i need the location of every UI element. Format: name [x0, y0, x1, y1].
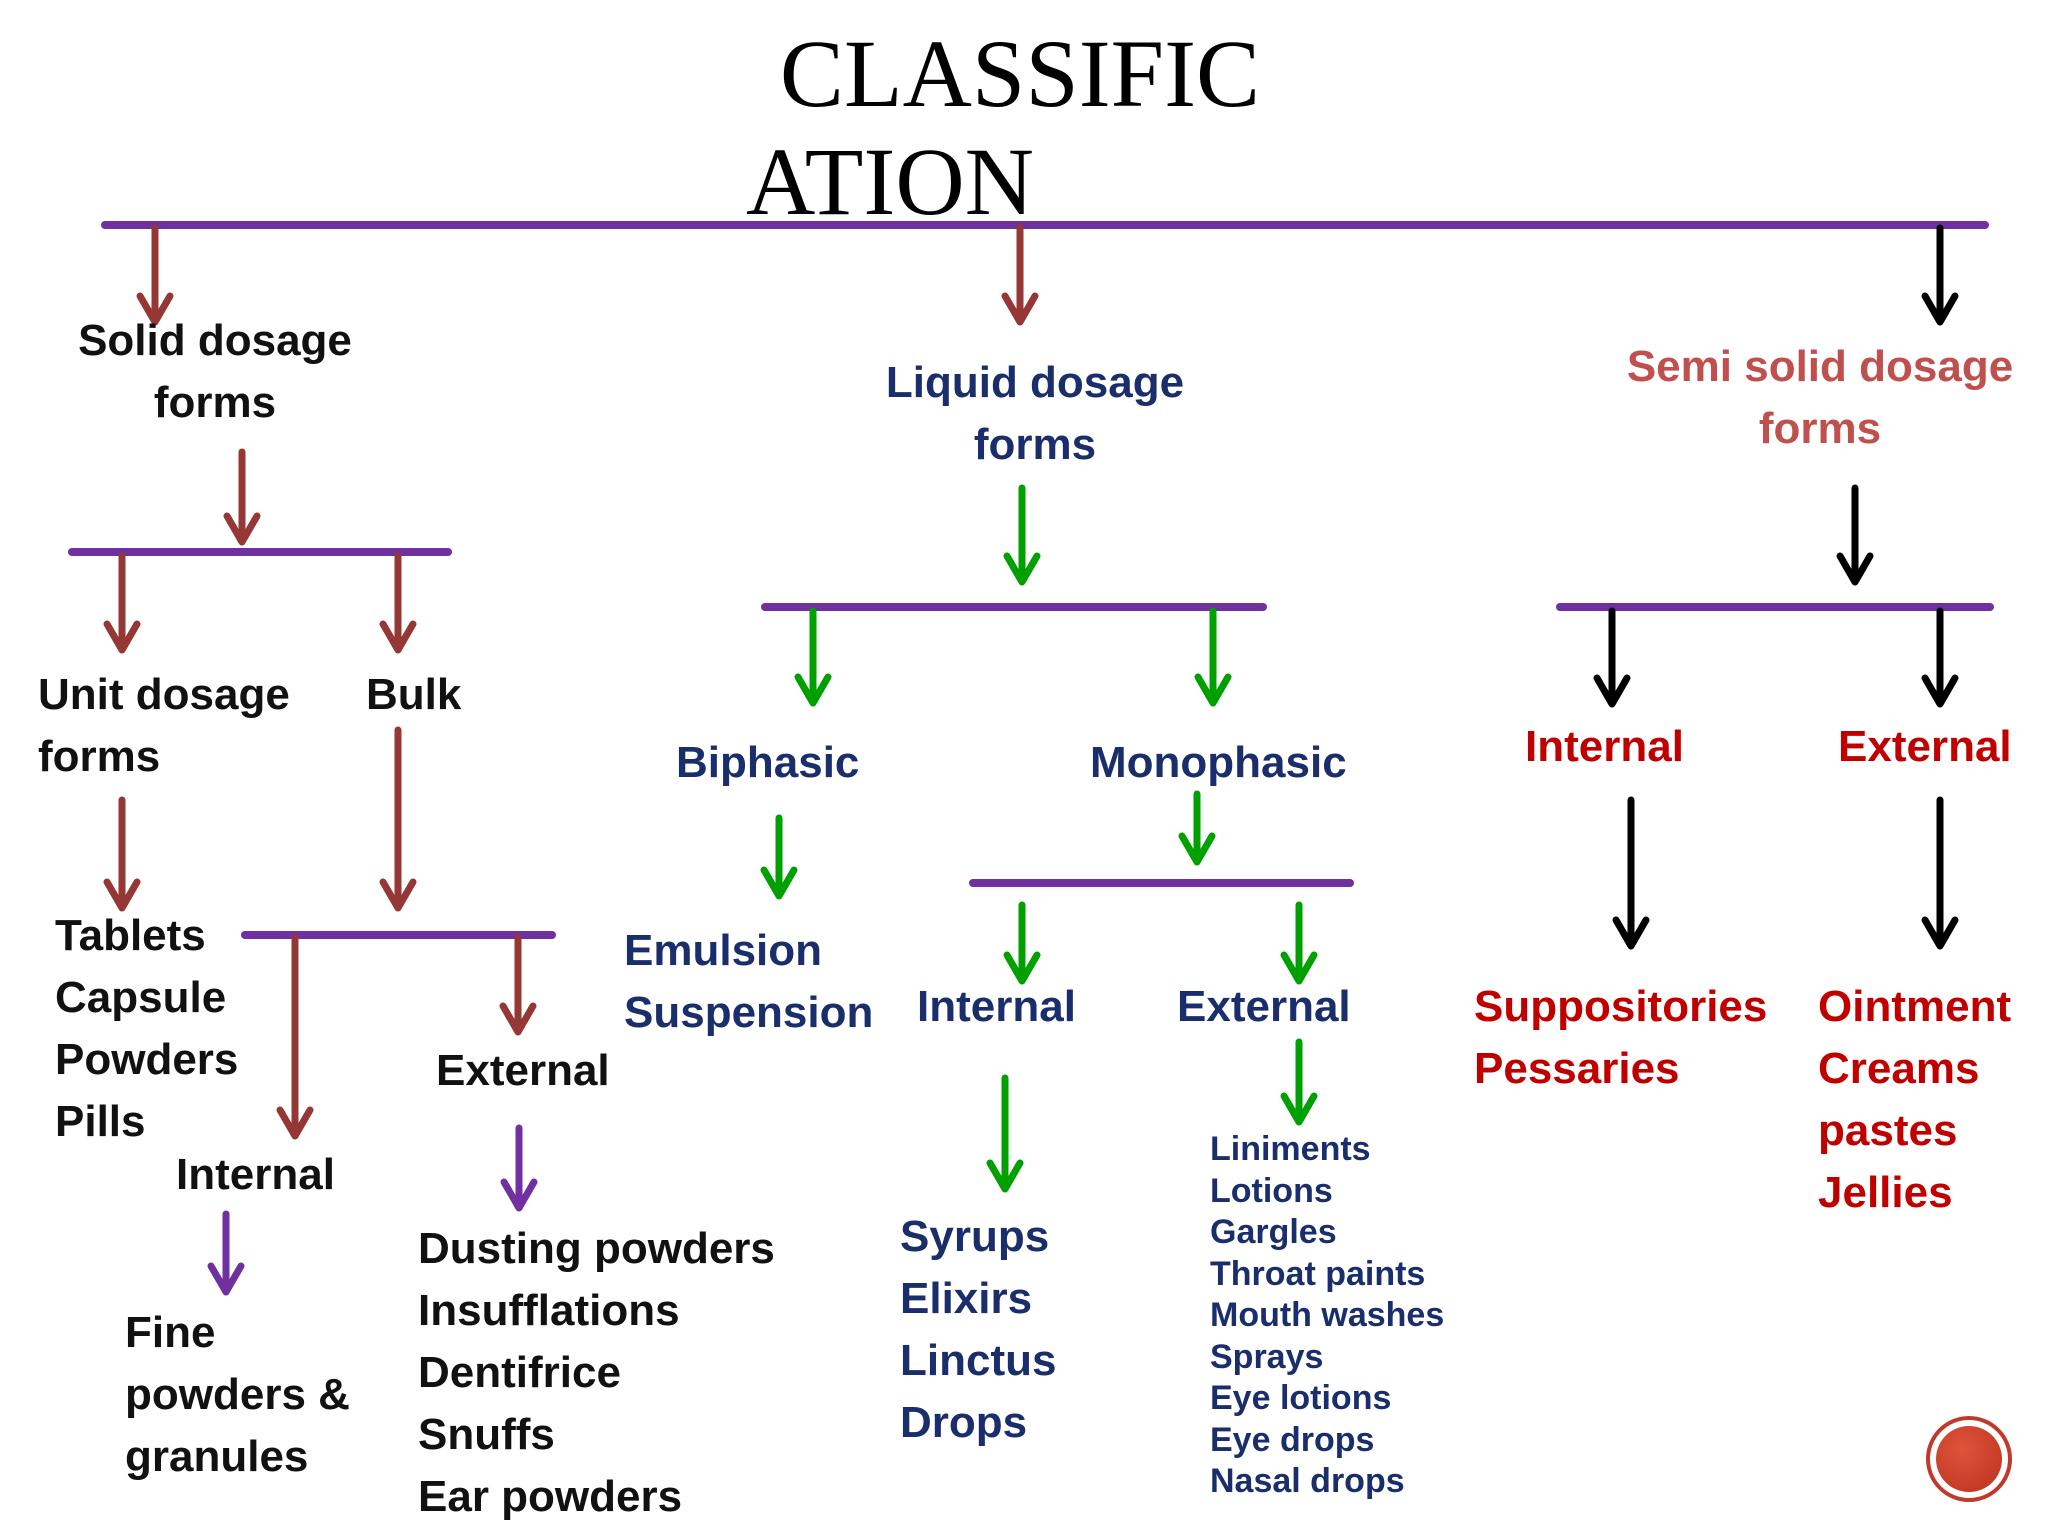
down-arrow-icon [1003, 901, 1041, 985]
down-arrow-icon [500, 1124, 538, 1212]
monophasic-label: Monophasic [1090, 738, 1347, 787]
list-item: Suppositories [1474, 982, 1768, 1031]
list-item: Dentifrice [418, 1348, 621, 1397]
semisolid-internal-items: Suppositories Pessaries [1474, 976, 1767, 1100]
list-item: Fine [125, 1308, 216, 1357]
list-item: Pessaries [1474, 1044, 1680, 1093]
down-arrow-icon [499, 934, 537, 1036]
liquid-internal-items: Syrups Elixirs Linctus Drops [900, 1206, 1056, 1454]
unit-dosage-forms-label: Unit dosage forms [38, 670, 290, 781]
down-arrow-icon [1612, 796, 1650, 950]
list-item: Eye lotions [1210, 1379, 1392, 1417]
unit-dosage-items: Tablets Capsule Powders Pills [55, 905, 238, 1153]
semi-solid-dosage-forms-heading: Semi solid dosage forms [1626, 342, 2014, 453]
down-arrow-icon [1194, 607, 1232, 707]
down-arrow-icon [760, 814, 798, 900]
liquid-dosage-forms-heading: Liquid dosage forms [885, 358, 1185, 469]
liquid-internal-label: Internal [917, 982, 1076, 1031]
down-arrow-icon [1280, 1038, 1318, 1126]
list-item: Ear powders [418, 1472, 683, 1521]
list-item: Ointment [1818, 982, 2012, 1031]
list-item: Dusting powders [418, 1224, 775, 1273]
list-item: Nasal drops [1210, 1462, 1405, 1500]
down-arrow-icon [1280, 901, 1318, 985]
title-line: ATION [746, 128, 1034, 235]
list-item: Pills [55, 1097, 146, 1146]
list-item: Elixirs [900, 1274, 1033, 1323]
list-item: Linctus [900, 1336, 1057, 1385]
down-arrow-icon [103, 796, 141, 912]
down-arrow-icon [1836, 484, 1874, 586]
down-arrow-icon [103, 552, 141, 654]
biphasic-label: Biphasic [676, 738, 860, 787]
down-arrow-icon [379, 552, 417, 654]
down-arrow-icon [136, 224, 174, 326]
semisolid-internal-label: Internal [1525, 722, 1684, 771]
down-arrow-icon [1921, 224, 1959, 326]
list-item: pastes [1818, 1106, 1958, 1155]
list-item: Lotions [1210, 1171, 1333, 1210]
down-arrow-icon [1921, 607, 1959, 708]
solid-internal-label: Internal [176, 1150, 335, 1199]
down-arrow-icon [1593, 607, 1631, 708]
list-item: Emulsion [624, 926, 823, 975]
list-item: Creams [1818, 1044, 1980, 1093]
list-item: granules [125, 1432, 309, 1481]
list-item: powders & [125, 1370, 350, 1419]
solid-dosage-forms-heading: Solid dosage forms [78, 316, 352, 427]
liquid-external-items: Liniments Lotions Gargles Throat paints … [1210, 1129, 1444, 1503]
list-item: Jellies [1818, 1168, 1953, 1217]
slide-logo-icon [1926, 1416, 2012, 1502]
solid-internal-items: Fine powders & granules [125, 1302, 350, 1488]
page-title: CLASSIFIC ATION [740, 20, 1300, 236]
list-item: Sprays [1210, 1337, 1324, 1376]
semisolid-external-label: External [1838, 722, 2012, 771]
list-item: Gargles [1210, 1213, 1337, 1251]
list-item: Eye drops [1210, 1420, 1375, 1459]
list-item: Syrups [900, 1212, 1050, 1261]
down-arrow-icon [986, 1074, 1024, 1193]
list-item: Capsule [55, 973, 227, 1022]
down-arrow-icon [223, 448, 261, 546]
list-item: Drops [900, 1398, 1028, 1447]
list-item: Powders [55, 1035, 239, 1084]
list-item: Snuffs [418, 1410, 555, 1459]
bulk-label: Bulk [366, 670, 462, 719]
down-arrow-icon [1178, 790, 1216, 866]
solid-external-items: Dusting powders Insufflations Dentifrice… [418, 1218, 775, 1528]
list-item: Tablets [55, 911, 206, 960]
down-arrow-icon [1003, 484, 1041, 586]
list-item: Mouth washes [1210, 1296, 1445, 1334]
down-arrow-icon [207, 1210, 245, 1296]
list-item: Insufflations [418, 1286, 680, 1335]
list-item: Suspension [624, 988, 874, 1037]
liquid-external-label: External [1177, 982, 1351, 1031]
solid-external-label: External [436, 1046, 610, 1095]
down-arrow-icon [1921, 796, 1959, 950]
title-line: CLASSIFIC [779, 20, 1261, 127]
down-arrow-icon [276, 934, 314, 1140]
down-arrow-icon [379, 726, 417, 912]
semisolid-external-items: Ointment Creams pastes Jellies [1818, 976, 2011, 1224]
down-arrow-icon [794, 607, 832, 707]
biphasic-items: Emulsion Suspension [624, 920, 873, 1044]
list-item: Throat paints [1210, 1254, 1426, 1293]
down-arrow-icon [1001, 224, 1039, 326]
list-item: Liniments [1210, 1130, 1371, 1168]
